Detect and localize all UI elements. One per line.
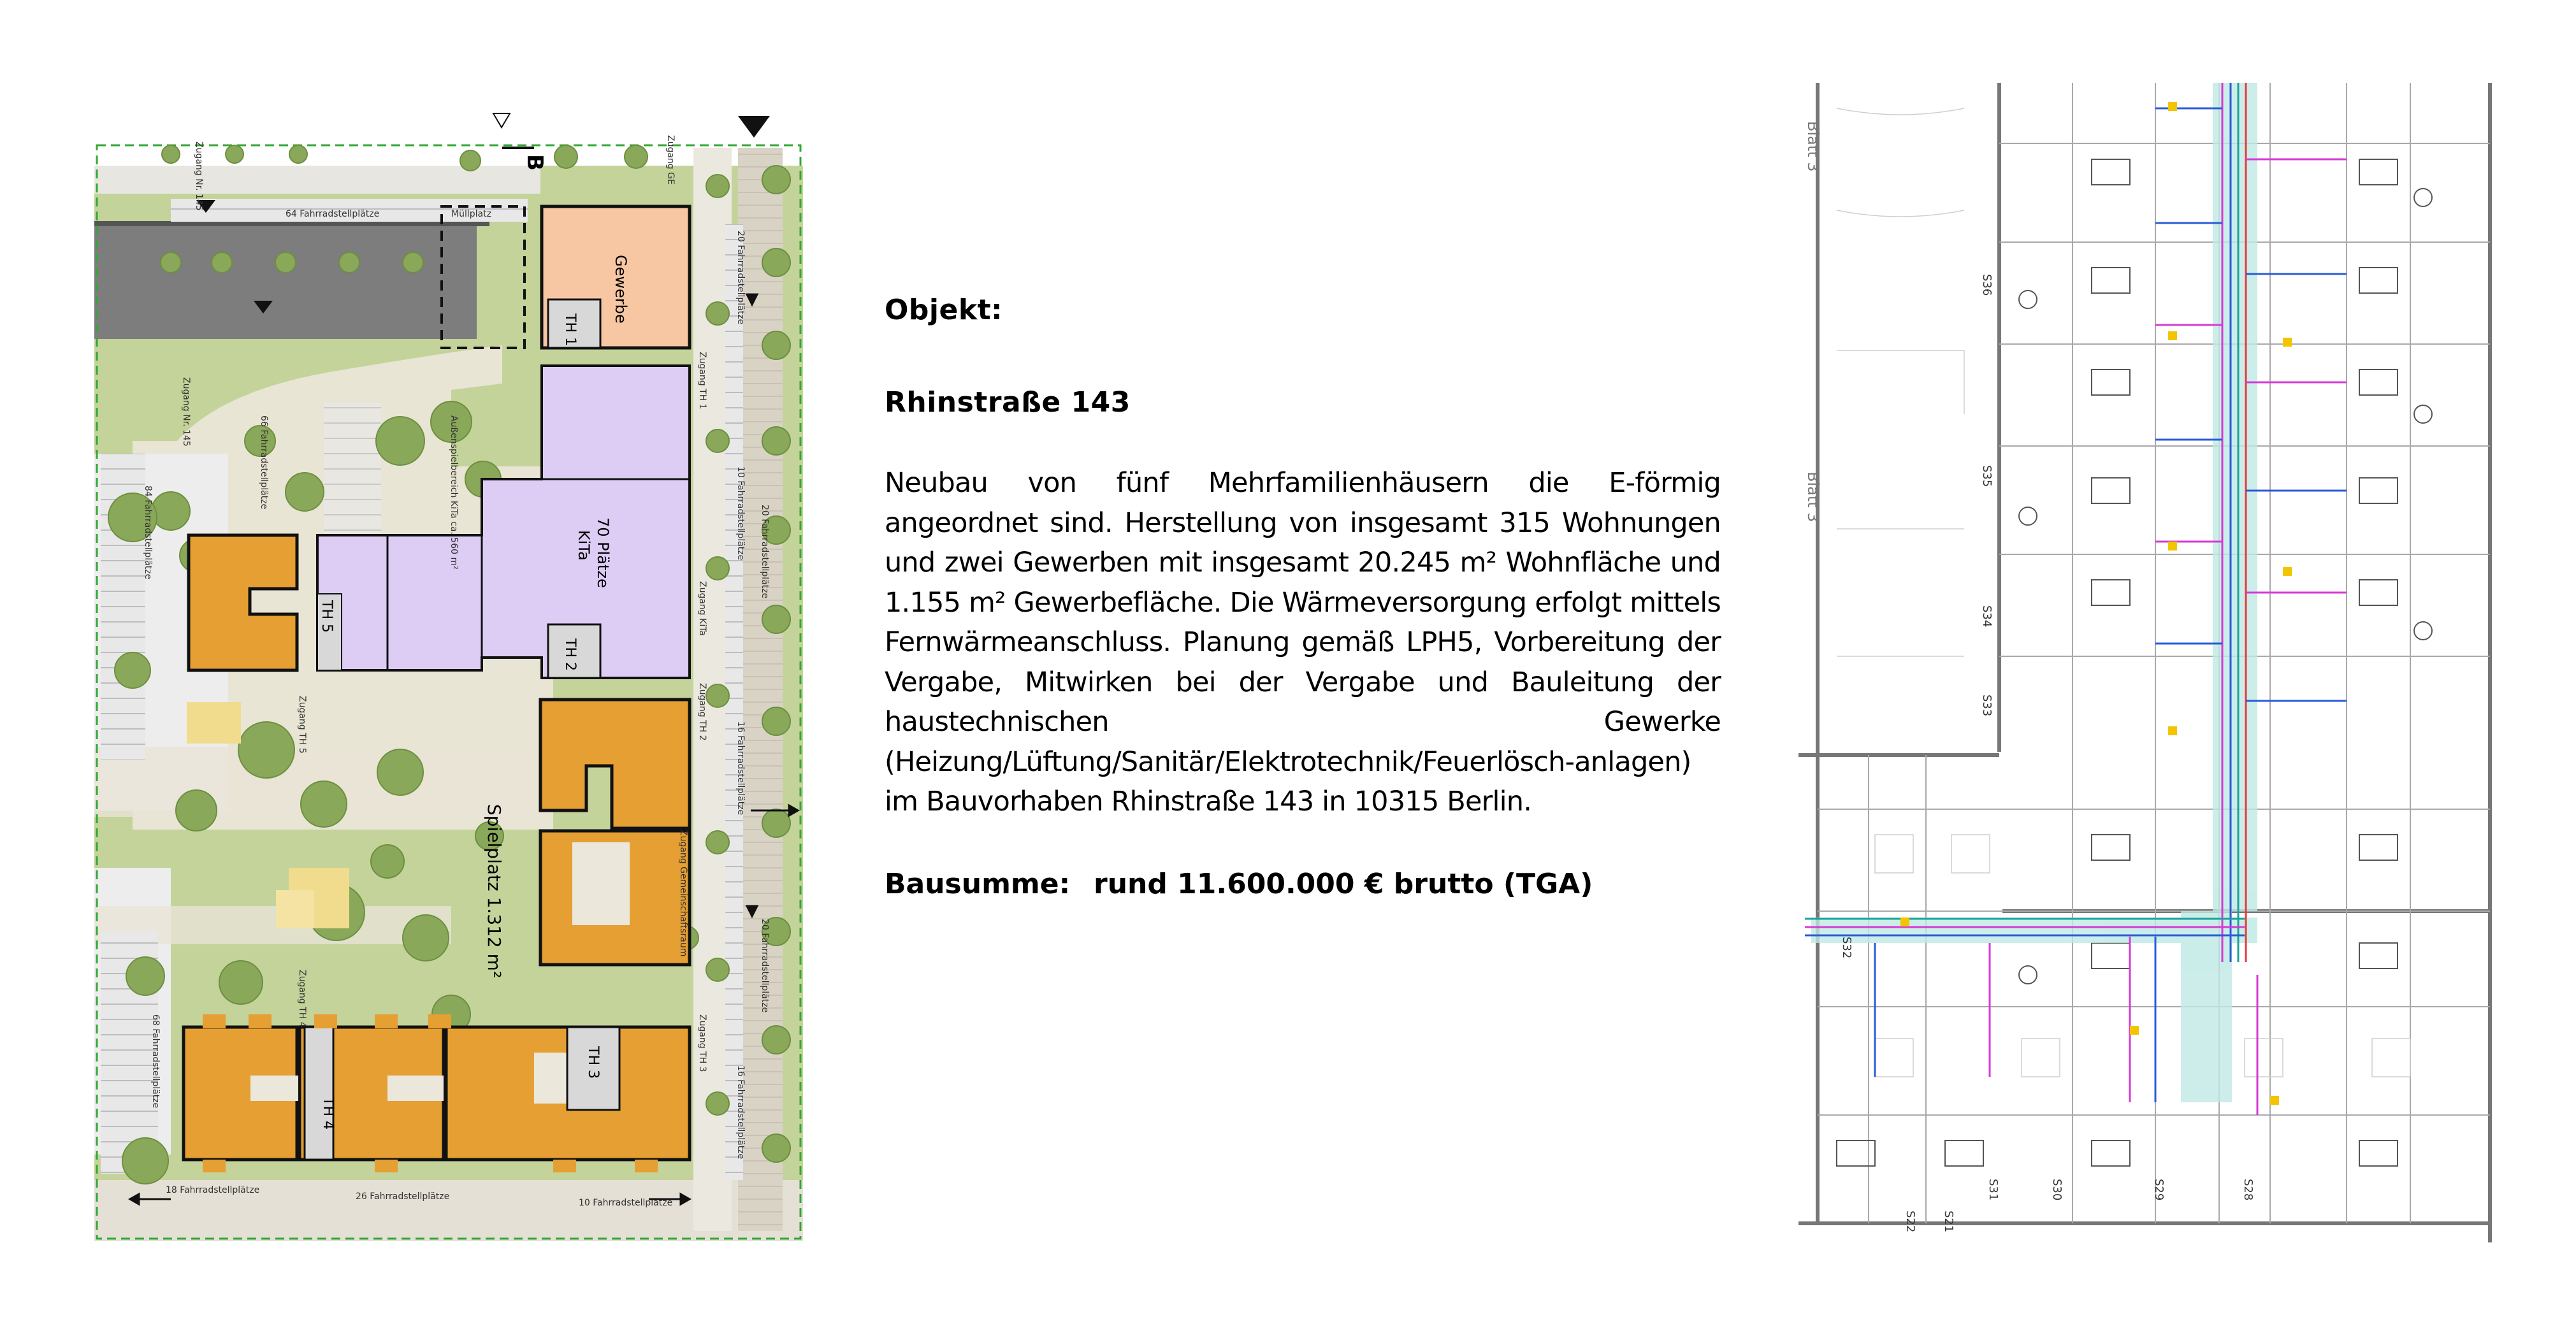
bike-parking-label: 16 Fahrradstellplätze [735,721,746,815]
bike-parking-label: 10 Fahrradstellplätze [579,1198,672,1208]
kita-building [316,364,691,679]
existing-building [94,224,477,339]
north-marker [738,116,770,138]
room-tag: S30 [2050,1179,2064,1200]
kita-label-places: 70 Plätze [594,517,612,588]
bike-parking-label: 20 Fahrradstellplätze [760,919,770,1012]
kita-outdoor-label: Außenspielbereich KiTa ca. 560 m² [449,415,459,570]
sheet-label: Blatt 3 [1804,471,1822,522]
object-label: Objekt: [885,294,1003,326]
project-description-block: Objekt: Rhinstraße 143 Neubau von fünf M… [885,290,1721,900]
room-tag: S34 [1980,605,1994,627]
commercial-label: Gewerbe [612,255,630,324]
pipe-runs [1805,83,2347,1115]
access-label: Zugang Nr. 145 [194,141,204,211]
sheet-label: Blatt 3 [1804,121,1822,172]
bike-parking-label: 20 Fahrradstellplätze [735,231,746,324]
access-label: Zugang TH 1 [697,352,707,410]
yellow-fixtures [1900,102,2292,1105]
access-label: Zugang TH 5 [297,696,307,754]
stair-core-th1 [547,298,602,349]
furniture-symbols [1836,159,2433,1167]
stair-core-th2 [547,623,602,679]
budget-row: Bausumme: rund 11.600.000 € brutto (TGA) [885,868,1721,900]
access-label: Zugang KiTa [697,581,707,636]
hvac-floor-plan: Blatt 3 Blatt 3 S36 S35 S34 S33 S32 S31 … [1798,83,2509,1242]
section-mark: B [522,154,547,171]
access-label: Zugang Gemeinschaftsraum [678,830,688,956]
room-tag: S33 [1980,694,1994,716]
stair-label-th5: TH 5 [319,600,335,633]
project-address: Rhinstraße 143 [885,386,1131,419]
bike-parking-label: 10 Fahrradstellplätze [735,466,746,560]
budget-label: Bausumme: [885,867,1071,900]
bike-parking-label: 68 Fahrradstellplätze [150,1014,161,1108]
bike-parking-label: 16 Fahrradstellplätze [735,1065,746,1159]
room-tag: S28 [2241,1179,2255,1200]
room-tag: S31 [1986,1179,2000,1200]
duct-corridor [1811,83,2257,1102]
room-tag: S36 [1980,274,1994,296]
room-tag: S29 [2152,1179,2166,1200]
budget-value: rund 11.600.000 € brutto (TGA) [1094,867,1593,900]
stair-label-th2: TH 2 [562,638,578,671]
playground-label: Spielplatz 1.312 m² [484,804,505,978]
trees [108,145,791,1184]
triangle-marker-icon [492,113,511,129]
play-area [187,702,241,744]
bike-parking-label: 84 Fahrradstellplätze [143,486,153,579]
access-label: Zugang TH 2 [697,683,707,741]
bike-parking-label: 18 Fahrradstellplätze [166,1185,259,1195]
stair-core-th5 [317,593,342,671]
project-description: Neubau von fünf Mehrfamilienhäusern die … [885,467,1721,817]
stair-label-th3: TH 3 [585,1046,601,1079]
room-tag: S35 [1980,465,1994,487]
site-plan: B Gewerbe 70 Plätze KiTa TH 1 TH 2 TH 3 … [94,113,803,1241]
stair-label-th1: TH 1 [562,313,578,346]
bike-parking-label: 64 Fahrradstellplätze [286,209,379,219]
bike-parking-label: 66 Fahrradstellplätze [259,415,269,509]
kita-label: KiTa [575,530,593,561]
room-tag: S21 [1942,1211,1955,1232]
access-label: Zugang TH 3 [697,1014,707,1072]
room-tag: S22 [1904,1211,1917,1232]
access-label: Zugang TH 4 [297,970,307,1028]
access-label: Zugang Nr. 145 [181,377,191,447]
stair-core-th3 [566,1026,621,1111]
room-tag: S32 [1840,937,1853,958]
bike-parking-label: 20 Fahrradstellplätze [760,505,770,598]
stair-label-th4: TH 4 [320,1097,336,1130]
access-label: Zugang GE [665,135,676,185]
stair-core-th4 [303,1026,335,1161]
waste-label: Müllplatz [451,209,491,219]
bike-parking-label: 26 Fahrradstellplätze [356,1191,449,1202]
